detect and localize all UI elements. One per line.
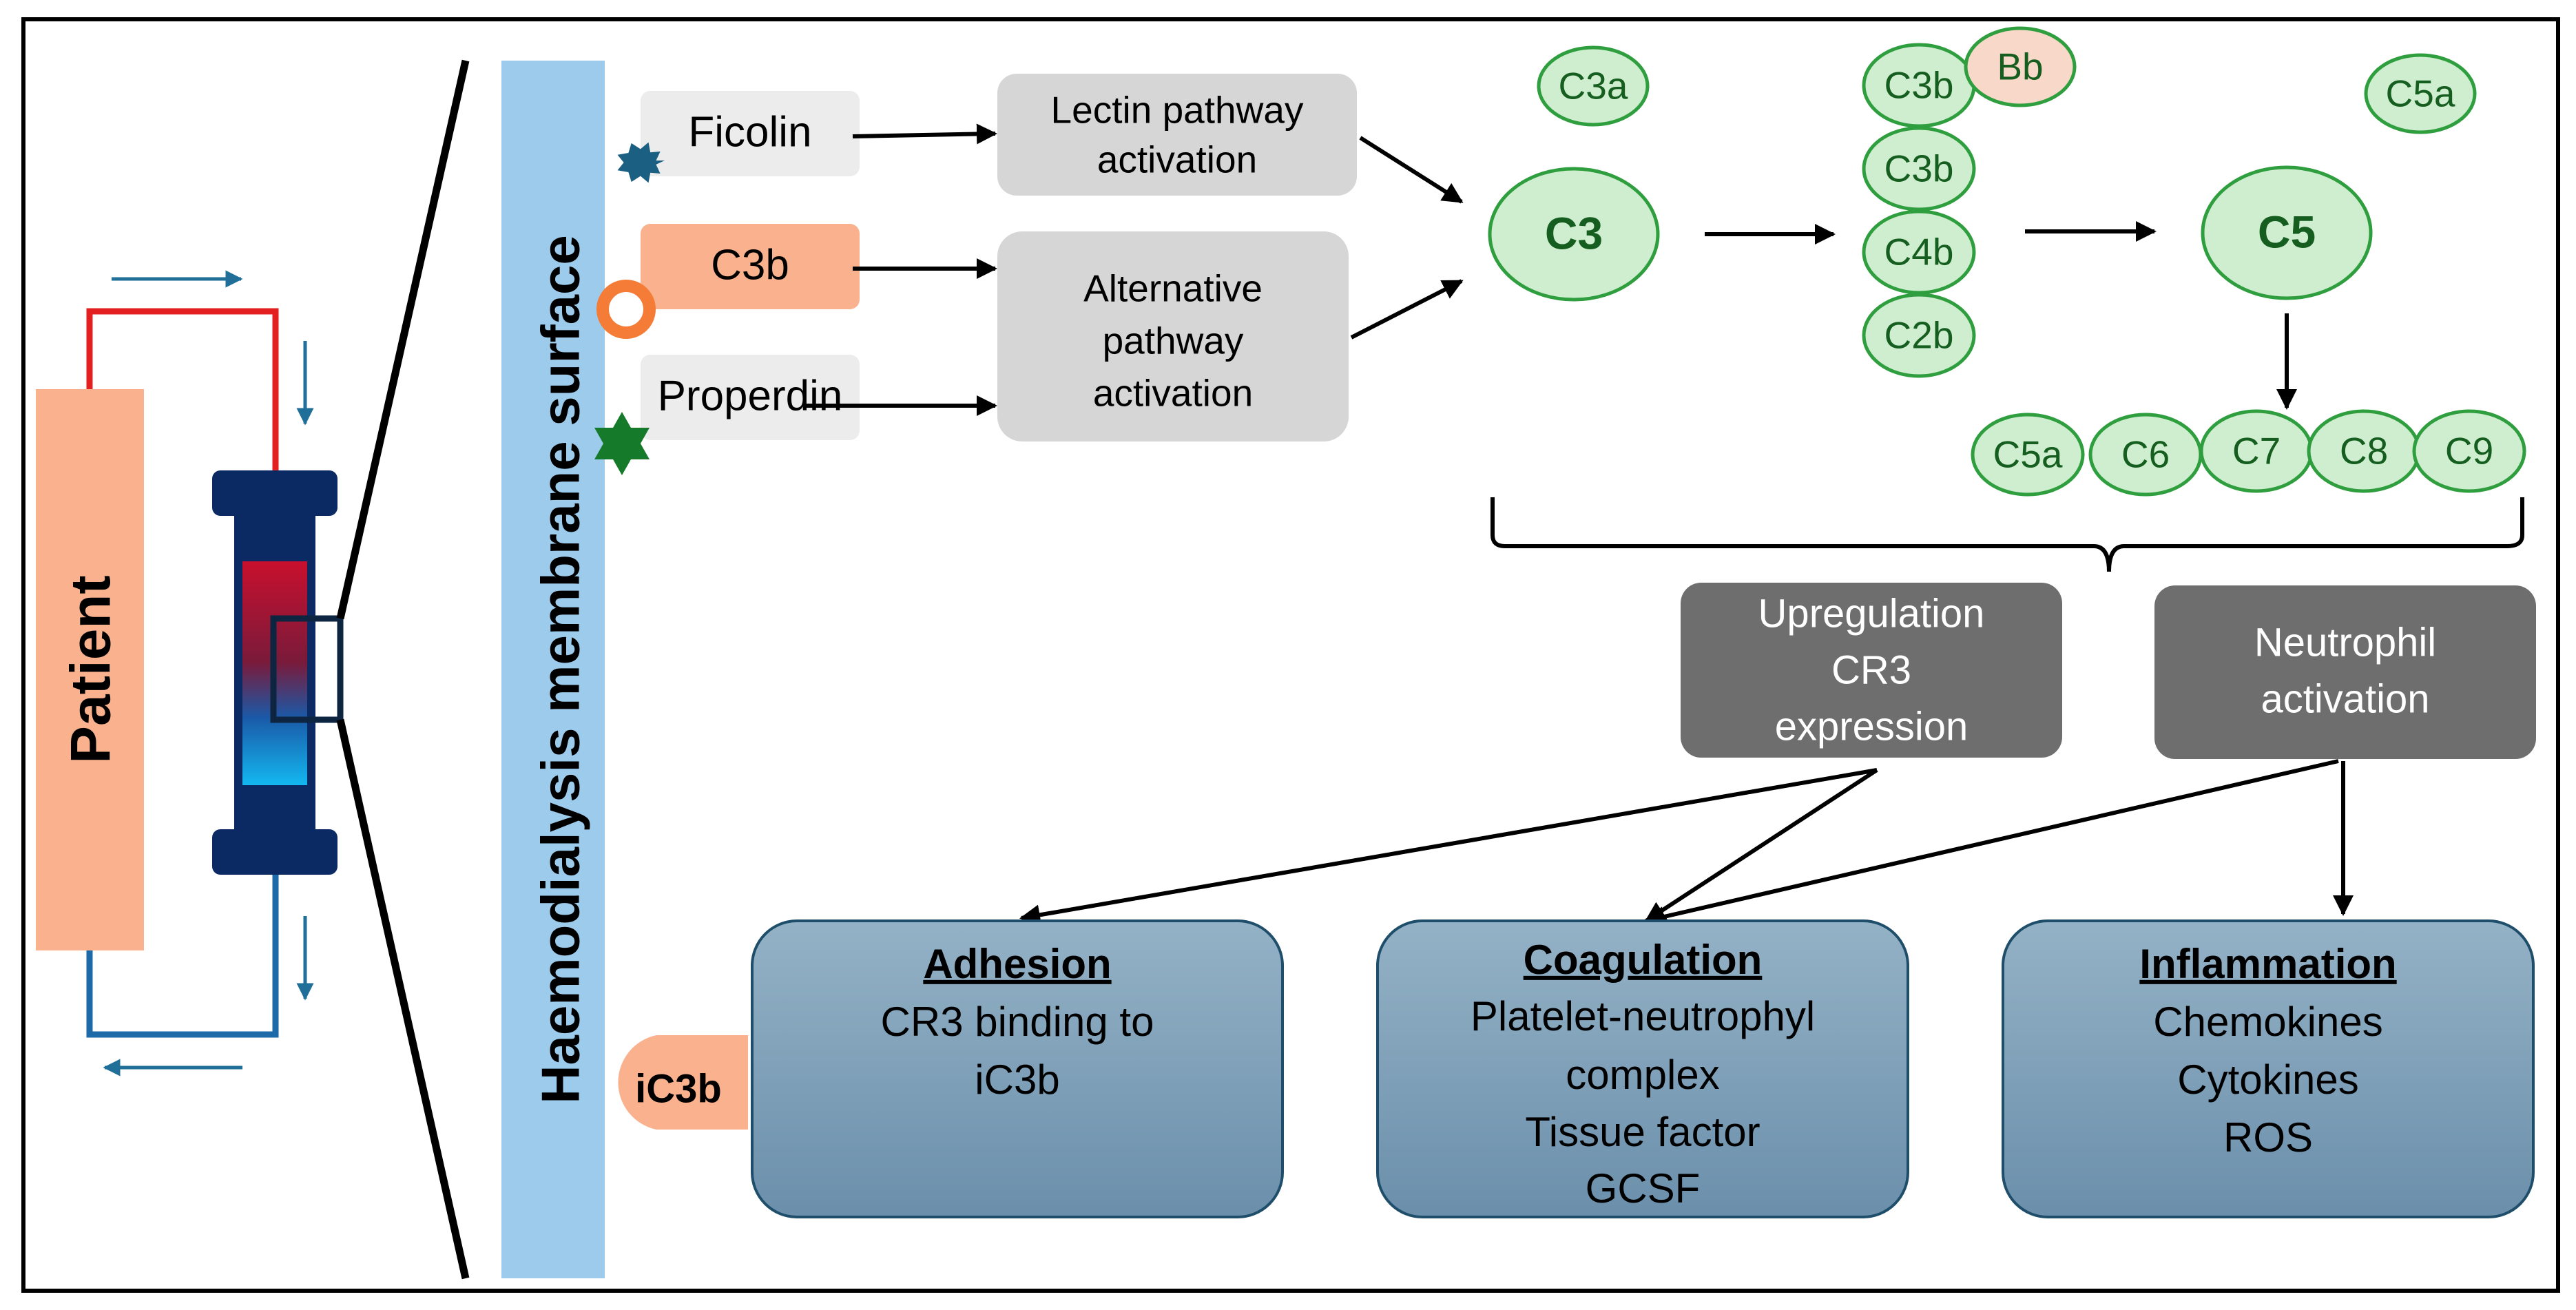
coagulation-line-4: GCSF bbox=[1586, 1165, 1701, 1212]
c5-label: C5 bbox=[2258, 206, 2316, 257]
coagulation-line-3: Tissue factor bbox=[1525, 1109, 1760, 1155]
c3-node bbox=[1488, 167, 1660, 302]
c3b-receptor-box bbox=[641, 224, 860, 309]
cr3-expression-line-2: CR3 bbox=[1831, 647, 1911, 692]
convertase-c2b-node bbox=[1862, 293, 1976, 378]
convertase-c3b-node-2 bbox=[1862, 126, 1976, 211]
effects: Upregulation CR3 expression Neutrophil a… bbox=[1681, 583, 2536, 759]
coagulation-box bbox=[1376, 919, 1909, 1218]
dialyzer-cap-bottom bbox=[212, 829, 337, 875]
bb-label: Bb bbox=[1997, 45, 2043, 88]
zoom-line-top bbox=[336, 59, 470, 620]
cr3-expression-box bbox=[1681, 583, 2062, 758]
alternative-pathway-line-2: pathway bbox=[1103, 320, 1244, 362]
alternative-pathway-line-3: activation bbox=[1093, 372, 1253, 415]
ficolin-box bbox=[641, 91, 860, 176]
membrane: Haemodialysis membrane surface bbox=[501, 61, 605, 1278]
lectin-pathway-line-2: activation bbox=[1097, 138, 1257, 181]
dialyzer-cap-top bbox=[212, 470, 337, 516]
neutrophil-activation-line-2: activation bbox=[2261, 676, 2429, 721]
membrane-label: Haemodialysis membrane surface bbox=[530, 235, 591, 1104]
coagulation-line-2: complex bbox=[1566, 1052, 1719, 1098]
cr3-expression-line-1: Upregulation bbox=[1758, 591, 1985, 636]
c3a-node bbox=[1537, 45, 1650, 127]
properdin-box bbox=[641, 355, 860, 440]
c3b-ring-icon bbox=[596, 280, 656, 339]
inflammation-line-2: Cytokines bbox=[2177, 1057, 2358, 1103]
convertase-c4b-node bbox=[1862, 209, 1976, 295]
bb-node bbox=[1964, 26, 2077, 107]
dialyzer-filter bbox=[212, 470, 344, 875]
c5-node bbox=[2201, 165, 2373, 300]
outer-frame bbox=[21, 17, 2560, 1293]
arrow-ficolin-lectin bbox=[852, 123, 997, 145]
arrow-alternative-c3 bbox=[1350, 279, 1464, 340]
alternative-pathway-line-1: Alternative bbox=[1083, 267, 1263, 310]
coagulation-line-1: Platelet-neutrophyl bbox=[1471, 993, 1815, 1039]
lectin-pathway-box bbox=[997, 74, 1357, 196]
ic3b-label: iC3b bbox=[635, 1066, 722, 1111]
dialysis-circuit: Patient bbox=[36, 59, 470, 1280]
patient-box bbox=[36, 389, 144, 950]
mac-c8-label: C8 bbox=[2340, 430, 2388, 472]
mac-c6-label: C6 bbox=[2121, 433, 2170, 476]
zoom-line-bottom bbox=[336, 718, 470, 1280]
venous-line bbox=[86, 861, 279, 1038]
c5a-label-top: C5a bbox=[2386, 72, 2455, 115]
lectin-pathway-line-1: Lectin pathway bbox=[1051, 89, 1304, 132]
convertase-c3b-label-1: C3b bbox=[1884, 64, 1954, 107]
c3-label: C3 bbox=[1545, 207, 1603, 258]
arrow-neutrophil-coagulation bbox=[1644, 759, 2339, 927]
adhesion-line-2: iC3b bbox=[975, 1057, 1059, 1103]
c3a-label: C3a bbox=[1559, 65, 1628, 107]
arterial-line bbox=[86, 308, 279, 475]
receptors: Ficolin C3b Properdin iC3b bbox=[594, 91, 860, 1130]
cascade-brace bbox=[1490, 497, 2524, 572]
neutrophil-activation-line-1: Neutrophil bbox=[2254, 620, 2436, 665]
convertase-c2b-label: C2b bbox=[1884, 314, 1954, 357]
complement-cascade bbox=[1488, 26, 2526, 497]
arrow-lectin-c3 bbox=[1359, 136, 1464, 204]
c3b-receptor-label: C3b bbox=[711, 241, 789, 289]
c5a-node-top bbox=[2364, 53, 2477, 134]
adhesion-box bbox=[751, 919, 1284, 1218]
alternative-pathway-box bbox=[997, 231, 1349, 441]
outcomes: Adhesion CR3 binding to iC3b Coagulation… bbox=[751, 919, 2535, 1218]
mac-c5a-node bbox=[1971, 413, 2085, 497]
zoom-window bbox=[270, 615, 344, 723]
adhesion-title: Adhesion bbox=[923, 941, 1111, 987]
inflammation-title: Inflammation bbox=[2139, 941, 2396, 987]
arrow-cr3-adhesion bbox=[1019, 768, 1878, 926]
inflammation-box bbox=[2002, 919, 2535, 1218]
patient-label: Patient bbox=[60, 575, 123, 763]
cr3-expression-line-3: expression bbox=[1775, 704, 1968, 749]
properdin-label: Properdin bbox=[658, 372, 843, 419]
convertase-c3b-label-2: C3b bbox=[1884, 147, 1954, 190]
mac-c9-label: C9 bbox=[2445, 430, 2493, 472]
properdin-star-icon bbox=[594, 412, 650, 475]
inflammation-line-3: ROS bbox=[2223, 1114, 2313, 1161]
convertase-c4b-label: C4b bbox=[1884, 231, 1954, 273]
complement-labels: C3a C3 C3b Bb C3b C4b C2b C5a C5 C5a C6 … bbox=[1545, 45, 2493, 476]
membrane-surface bbox=[501, 61, 605, 1278]
arrow-cr3-coagulation bbox=[1644, 768, 1878, 923]
inflammation-line-1: Chemokines bbox=[2153, 999, 2383, 1045]
mac-c7-label: C7 bbox=[2232, 430, 2281, 472]
neutrophil-activation-box bbox=[2154, 585, 2536, 759]
adhesion-line-1: CR3 binding to bbox=[881, 999, 1154, 1045]
ficolin-label: Ficolin bbox=[688, 108, 811, 156]
mac-c9-node bbox=[2412, 409, 2526, 493]
coagulation-title: Coagulation bbox=[1524, 937, 1763, 983]
ic3b-drop bbox=[618, 1035, 748, 1130]
flow-arrows bbox=[806, 123, 2524, 927]
mac-c5a-label: C5a bbox=[1993, 433, 2063, 476]
ficolin-star-icon bbox=[617, 142, 665, 183]
pathways: Lectin pathway activation Alternative pa… bbox=[997, 74, 1357, 441]
